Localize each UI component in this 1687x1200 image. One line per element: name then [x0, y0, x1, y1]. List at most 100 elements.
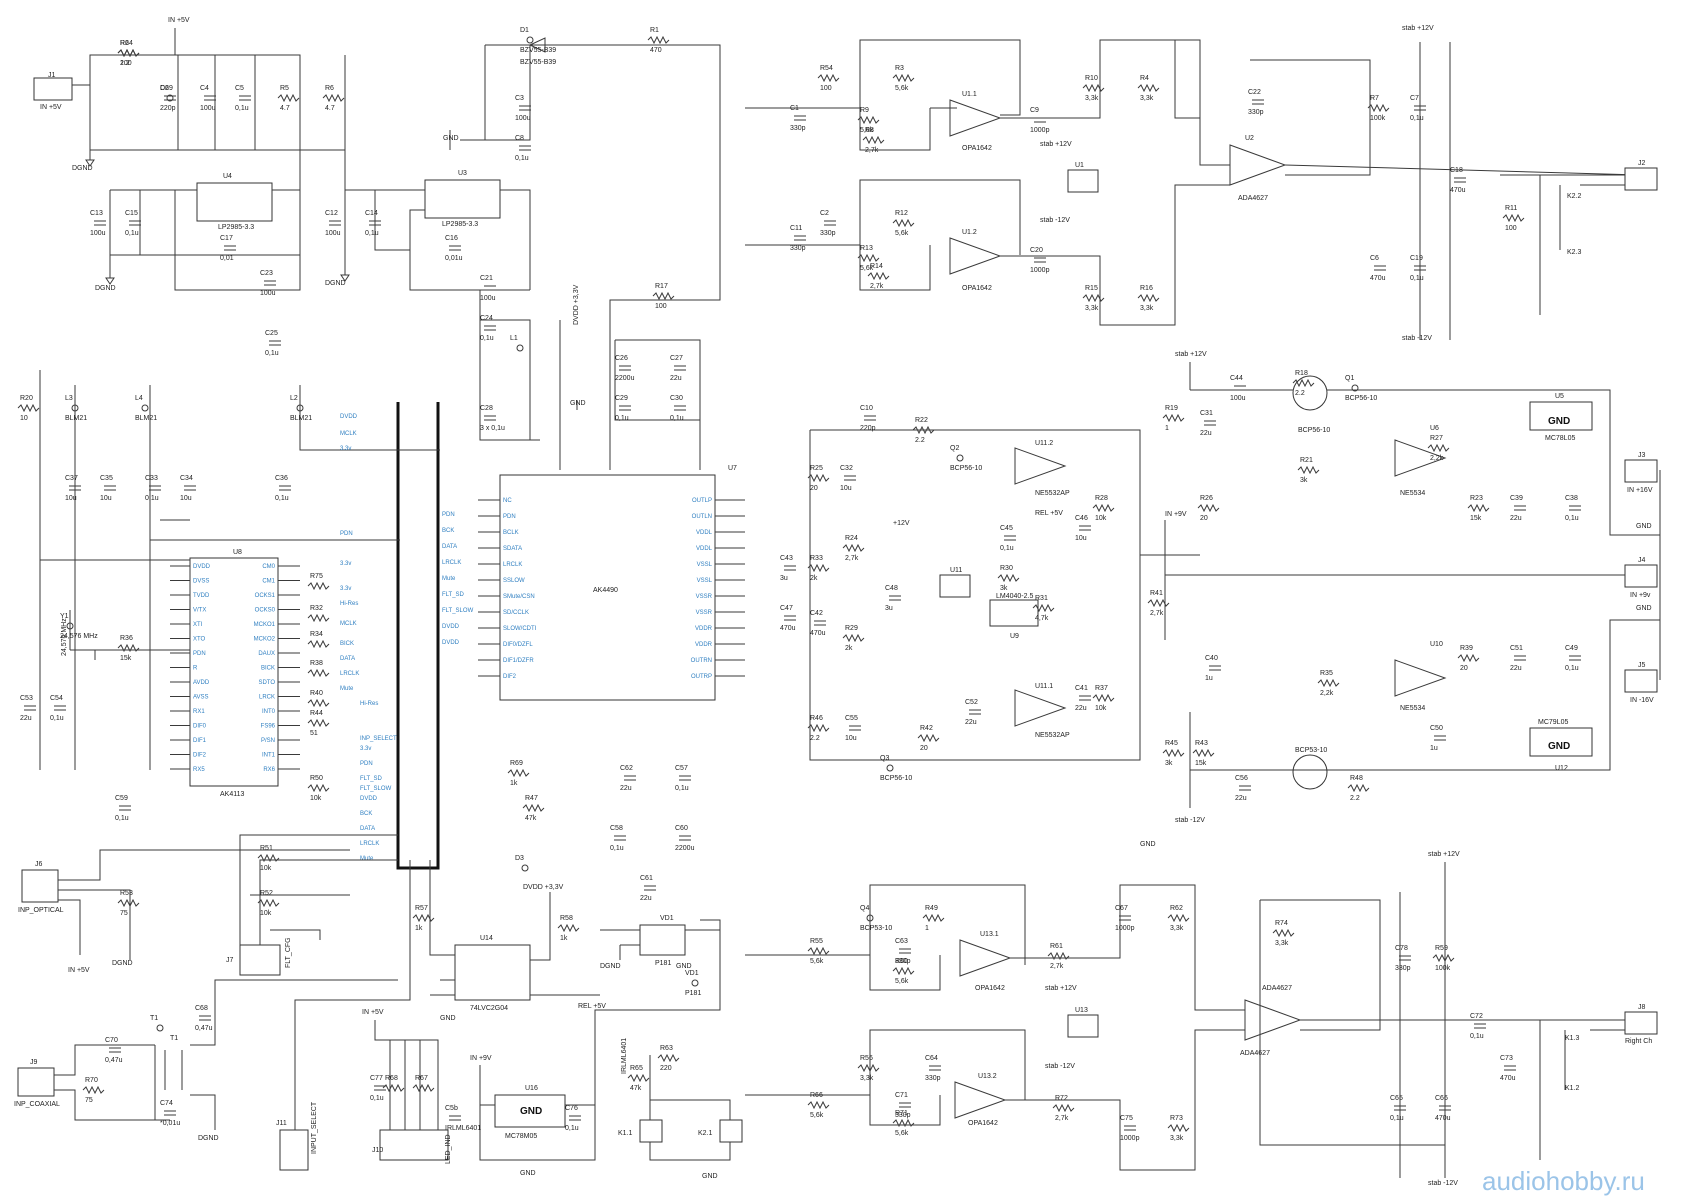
- val-c5: 0,1u: [235, 105, 249, 112]
- u10-label: NE5534: [1400, 705, 1425, 712]
- ref-c75: C75: [1120, 1115, 1133, 1122]
- j6-connector[interactable]: [21, 869, 59, 903]
- ref-c36: C36: [275, 475, 288, 482]
- gnd-u14: GND: [440, 1015, 456, 1022]
- val-c75: 1000p: [1120, 1135, 1140, 1142]
- capacitor-symbol: [239, 95, 251, 101]
- capacitor-symbol: [1504, 1065, 1516, 1071]
- ref-r36: R36: [120, 635, 133, 642]
- j9-connector[interactable]: [17, 1067, 55, 1097]
- ref-c58: C58: [610, 825, 623, 832]
- component-c8: C80,1u: [515, 135, 531, 162]
- ak4113-pin-13: DIF2: [193, 753, 207, 759]
- ref-l3: L3: [65, 395, 73, 402]
- val-c64: 330p: [925, 1075, 941, 1082]
- resistor-symbol: [657, 1053, 680, 1063]
- j5-connector[interactable]: [1624, 669, 1658, 693]
- in5v-top-label: IN +5V: [168, 17, 190, 24]
- val-c53: 22u: [20, 715, 32, 722]
- capacitor-symbol: [484, 415, 496, 421]
- val-r12: 5,6k: [895, 230, 909, 237]
- j8-connector[interactable]: [1624, 1011, 1658, 1035]
- ref-c22: C22: [1248, 89, 1261, 96]
- resistor-symbol: [1082, 293, 1105, 303]
- j11-connector[interactable]: [279, 1129, 309, 1171]
- ref-c2: C2: [820, 210, 829, 217]
- ref-c65: C65: [1390, 1095, 1403, 1102]
- ak4490-pin-5: SSLOW: [503, 578, 525, 584]
- val-y1: 24,576 MHz: [60, 633, 98, 640]
- val-c41: 22u: [1075, 705, 1087, 712]
- ref-r44: R44: [310, 710, 323, 717]
- val-c61: 22u: [640, 895, 652, 902]
- j3-connector[interactable]: [1624, 459, 1658, 483]
- ak4490-pin-9: DIF0/DZFL: [503, 642, 533, 648]
- component-symbol: [141, 404, 149, 412]
- val-c43: 3u: [780, 575, 788, 582]
- j1-connector[interactable]: [33, 77, 73, 101]
- k22-label: K2.2: [1567, 193, 1582, 200]
- resistor-symbol: [307, 783, 330, 793]
- component-symbol: [156, 1024, 164, 1032]
- ref-r8: R8: [865, 127, 874, 134]
- ak4113-pin-r5: MCKO2: [254, 637, 276, 643]
- val-c35: 10u: [100, 495, 112, 502]
- ref-c49: C49: [1565, 645, 1578, 652]
- ak4113-pin-14: RX5: [193, 767, 205, 773]
- j2-connector[interactable]: [1624, 167, 1658, 191]
- net-r-0: PDN: [442, 512, 455, 518]
- ak4113-pin-7: R: [193, 666, 198, 672]
- j7-connector[interactable]: [239, 944, 281, 976]
- net-3-3v: 3.3v: [340, 446, 351, 452]
- dgnd-vd1: DGND: [600, 963, 621, 970]
- u5-gnd: GND: [1548, 416, 1570, 427]
- k13-label: K1.3: [1565, 1035, 1580, 1042]
- val-r47: 47k: [525, 815, 537, 822]
- component-symbol: [516, 344, 524, 352]
- j4-connector[interactable]: [1624, 564, 1658, 588]
- val-r62: 3,3k: [1170, 925, 1184, 932]
- ak4490-block: U7 AK4490 NCPDNBCLKSDATALRCLKSSLOWSMute/…: [478, 465, 745, 701]
- dgnd-j9: DGND: [198, 1135, 219, 1142]
- ref-q1: Q1: [1345, 375, 1354, 382]
- ref-c35: C35: [100, 475, 113, 482]
- val-r69: 1k: [510, 780, 518, 787]
- u12-label: MC79L05: [1538, 719, 1568, 726]
- capacitor-symbol: [899, 948, 911, 954]
- resistor-symbol: [857, 253, 880, 263]
- ref-c77: C77: [370, 1075, 383, 1082]
- capacitor-symbol: [199, 1015, 211, 1021]
- resistor-symbol: [892, 966, 915, 976]
- component-c74: C74*0,01u: [160, 1100, 180, 1127]
- val-r6: 4.7: [325, 105, 335, 112]
- ref-r2: R2: [120, 40, 129, 47]
- ref-r73: R73: [1170, 1115, 1183, 1122]
- j10-connector[interactable]: [379, 1129, 449, 1161]
- u5-ref: U5: [1555, 393, 1564, 400]
- capacitor-symbol: [1204, 420, 1216, 426]
- stab12m-top: stab -12V: [1402, 335, 1432, 342]
- bus-net-labels: DVDDMCLK3.3vPDN3.3v3.3vHi-ResMCLKBICKDAT…: [340, 414, 474, 862]
- ref-c4: C4: [200, 85, 209, 92]
- component-d3: D3: [515, 855, 529, 872]
- capacitor-symbol: [1034, 117, 1046, 123]
- ref-r16: R16: [1140, 285, 1153, 292]
- val-q2: BCP56-10: [950, 465, 982, 472]
